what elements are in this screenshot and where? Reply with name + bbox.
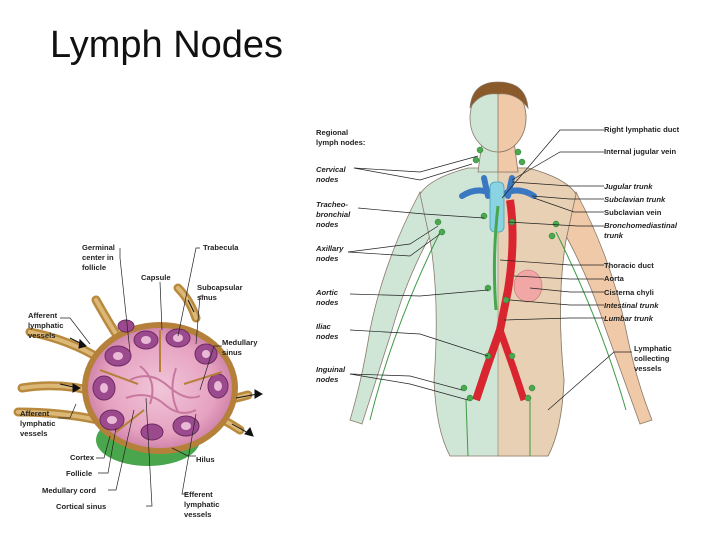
label-efferent-3: vessels [184,510,211,519]
label-jugular-trunk: Jugular trunk [604,182,653,191]
label-afferent-lower: Afferent [20,409,50,418]
label-medullary-cord: Medullary cord [42,486,96,495]
label-efferent: Efferent [184,490,213,499]
aorta [472,199,517,402]
medullary-cords [125,365,201,414]
label-regional: Regional [316,128,348,137]
label-capsule: Capsule [141,273,171,282]
flow-arrows [59,299,264,437]
label-cervical-2: nodes [316,175,338,184]
label-subclavian-vein: Subclavian vein [604,208,662,217]
label-subclavian-trunk: Subclavian trunk [604,195,666,204]
label-inguinal: Inguinal [316,365,346,374]
body-silhouette [349,81,653,457]
body-lymphatic-system: Regional lymph nodes: Cervical nodes Tra… [315,81,680,457]
label-medullary-sinus: Medullary [222,338,258,347]
label-inguinal-2: nodes [316,375,338,384]
label-lymphatic-collecting-vessels-2: collecting [634,354,670,363]
label-tracheobronchial-2: bronchial [316,210,351,219]
label-tracheobronchial: Tracheo- [316,200,348,209]
label-thoracic-duct: Thoracic duct [604,261,654,270]
label-germinal-center-3: follicle [82,263,106,272]
label-cortex: Cortex [70,453,95,462]
label-aortic-2: nodes [316,298,338,307]
label-lymphatic-collecting-vessels: Lymphatic [634,344,672,353]
label-cortical-sinus: Cortical sinus [56,502,106,511]
label-efferent-2: lymphatic [184,500,219,509]
label-aorta: Aorta [604,274,625,283]
label-bronchomediastinal-trunk-2: trunk [604,231,624,240]
label-lumbar-trunk: Lumbar trunk [604,314,654,323]
label-lymphatic-collecting-vessels-3: vessels [634,364,661,373]
label-germinal-center-2: center in [82,253,114,262]
label-regional-2: lymph nodes: [316,138,365,147]
thoracic-duct [492,205,500,311]
label-internal-jugular-vein: Internal jugular vein [604,147,677,156]
label-afferent-upper: Afferent [28,311,58,320]
label-subcapsular-sinus-2: sinus [197,293,217,302]
label-trabecula: Trabecula [203,243,239,252]
label-medullary-sinus-2: sinus [222,348,242,357]
label-germinal-center: Germinal [82,243,115,252]
lymph-node-section: Germinal center in follicle Trabecula Ca… [13,243,264,519]
label-cervical: Cervical [316,165,346,174]
slide-title: Lymph Nodes [50,24,284,66]
collecting-vessels [369,231,627,457]
label-afferent-upper-2: lymphatic [28,321,63,330]
label-iliac: Iliac [316,322,332,331]
label-tracheobronchial-3: nodes [316,220,338,229]
label-bronchomediastinal-trunk: Bronchomediastinal [604,221,678,230]
label-right-lymphatic-duct: Right lymphatic duct [604,125,680,134]
label-afferent-lower-3: vessels [20,429,47,438]
trabeculae [99,330,223,433]
label-aortic: Aortic [315,288,339,297]
label-iliac-2: nodes [316,332,338,341]
label-afferent-lower-2: lymphatic [20,419,55,428]
label-intestinal-trunk: Intestinal trunk [604,301,659,310]
label-afferent-upper-3: vessels [28,331,55,340]
label-axillary: Axillary [315,244,344,253]
label-axillary-2: nodes [316,254,338,263]
label-cisterna-chyli: Cisterna chyli [604,288,654,297]
label-hilus: Hilus [196,455,215,464]
label-subcapsular-sinus: Subcapsular [197,283,243,292]
regional-lymph-nodes [434,146,560,402]
label-follicle: Follicle [66,469,92,478]
